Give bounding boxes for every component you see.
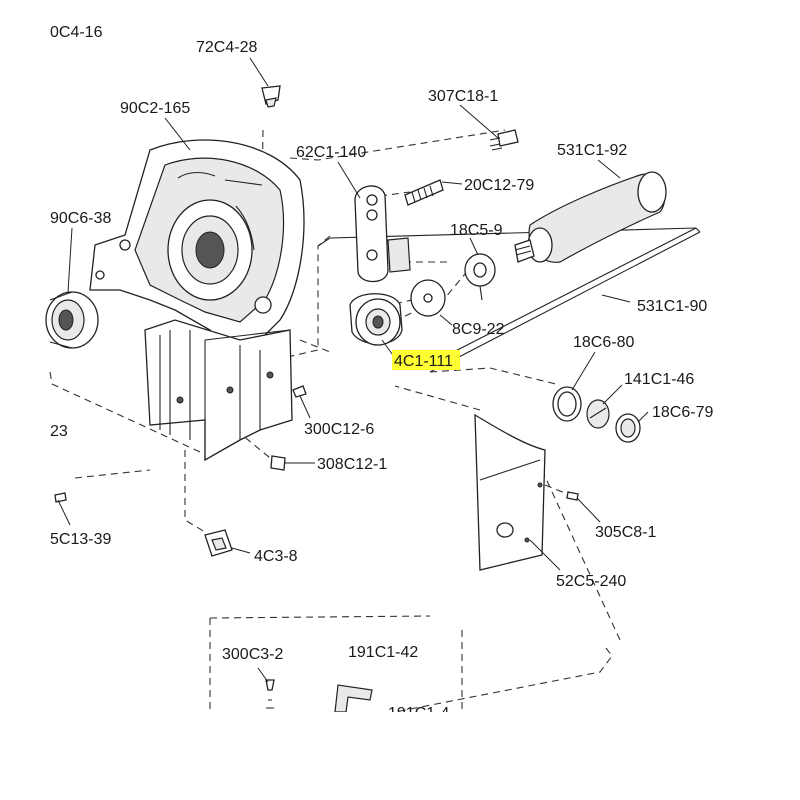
label-62c1-140: 62C1-140	[296, 144, 366, 161]
label-52c5-240: 52C5-240	[556, 573, 626, 590]
label-20c12-79: 20C12-79	[464, 177, 534, 194]
part-307c18-1	[489, 129, 519, 151]
label-300c12-6: 300C12-6	[304, 421, 374, 438]
label-141c1-46: 141C1-46	[624, 371, 694, 388]
part-20c12-79-screw	[404, 179, 444, 206]
bearing-90c6-38	[45, 291, 99, 349]
label-531c1-90: 531C1-90	[637, 298, 707, 315]
part-5c13-39-screw	[54, 492, 67, 503]
part-18c6-80-ring	[552, 386, 582, 422]
label-191c1-4-partial: 191C1-4	[388, 705, 449, 722]
part-72c4-28	[261, 85, 281, 108]
label-4c3-8: 4C3-8	[254, 548, 298, 565]
label-308c12-1: 308C12-1	[317, 456, 387, 473]
part-300c12-6-screw	[292, 385, 307, 398]
label-90c6-38: 90C6-38	[50, 210, 111, 227]
label-72c4-28: 72C4-28	[196, 39, 257, 56]
part-52c5-240-plate	[474, 413, 546, 571]
part-62c1-140-plate	[354, 185, 411, 283]
label-5c13-39: 5C13-39	[50, 531, 111, 548]
main-housing	[89, 139, 305, 351]
part-305c8-1-screw	[566, 491, 579, 501]
part-300c3-2-screw	[265, 679, 275, 709]
label-18c5-9: 18C5-9	[450, 222, 503, 239]
handle-bar	[317, 227, 701, 373]
label-8c9-22: 8C9-22	[452, 321, 505, 338]
label-191c1-42: 191C1-42	[348, 644, 418, 661]
part-18c5-9-washer	[464, 253, 496, 301]
part-labels: 0C4-16 72C4-28 90C2-165 307C18-1 531C1-9…	[50, 24, 713, 663]
part-18c6-79-ring	[615, 413, 641, 443]
label-300c3-2: 300C3-2	[222, 646, 283, 663]
part-4c1-111-hub	[349, 293, 403, 346]
part-8c9-22-disc	[410, 279, 446, 317]
label-4c1-111: 4C1-111	[394, 353, 453, 370]
frame-bracket	[144, 319, 293, 462]
label-305c8-1: 305C8-1	[595, 524, 656, 541]
part-4c3-8-clip	[204, 529, 233, 557]
label-18c6-80: 18C6-80	[573, 334, 634, 351]
part-308c12-1-screw	[270, 455, 286, 471]
label-18c6-79: 18C6-79	[652, 404, 713, 421]
label-highlight	[392, 350, 460, 370]
label-0c4-16: 0C4-16	[50, 24, 103, 41]
part-191c1-42-allen-key	[334, 684, 373, 713]
label-307c18-1: 307C18-1	[428, 88, 498, 105]
part-531c1-92-handle-grip	[514, 171, 667, 263]
blank-bottom-area	[0, 712, 800, 800]
leader-lines	[57, 57, 649, 683]
part-141c1-46-cap	[586, 399, 610, 429]
label-23: 23	[50, 423, 68, 440]
label-531c1-92: 531C1-92	[557, 142, 627, 159]
label-90c2-165: 90C2-165	[120, 100, 190, 117]
assembly-guide-lines	[49, 129, 621, 713]
